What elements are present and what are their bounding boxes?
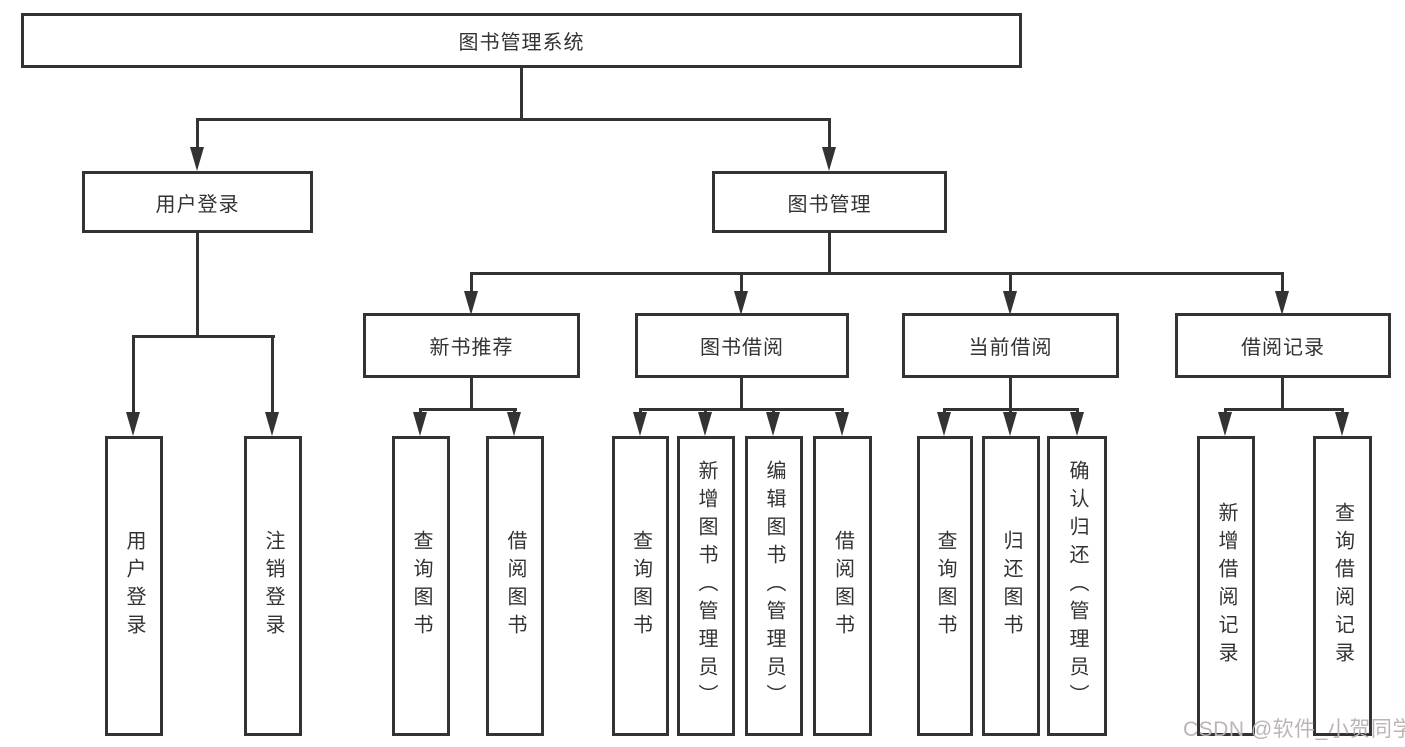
connector-line <box>196 118 199 149</box>
connector-line <box>520 68 523 118</box>
connector-line <box>772 408 775 414</box>
connector-line <box>470 272 1284 275</box>
connector-line <box>841 408 844 414</box>
arrowhead-icon <box>265 412 279 436</box>
leaf-borrow-borrow-label: 借阅图书 <box>831 530 854 642</box>
leaf-logout-label: 注销登录 <box>262 530 284 642</box>
node-new-book-label: 新书推荐 <box>429 337 514 359</box>
connector-line <box>513 408 516 414</box>
connector-line <box>419 408 422 414</box>
node-book-mgmt: 图书管理 <box>712 171 947 233</box>
leaf-records-query: 查询借阅记录 <box>1313 436 1372 736</box>
arrowhead-icon <box>822 147 836 171</box>
leaf-current-query: 查询图书 <box>917 436 973 736</box>
leaf-user-login-label: 用户登录 <box>123 530 145 642</box>
node-borrow-records: 借阅记录 <box>1175 313 1391 378</box>
node-user-login: 用户登录 <box>82 171 313 233</box>
arrowhead-icon <box>1335 412 1349 436</box>
arrowhead-icon <box>1003 291 1017 315</box>
arrowhead-icon <box>698 412 712 436</box>
node-borrow-records-label: 借阅记录 <box>1241 337 1325 359</box>
connector-line <box>196 118 831 121</box>
arrowhead-icon <box>126 412 140 436</box>
leaf-records-query-label: 查询借阅记录 <box>1331 502 1354 670</box>
connector-line <box>1224 408 1227 414</box>
connector-line <box>704 408 707 414</box>
connector-line <box>132 335 275 338</box>
connector-line <box>1009 378 1012 408</box>
connector-line <box>1076 408 1079 414</box>
node-book-borrow: 图书借阅 <box>635 313 849 378</box>
leaf-newbook-query-label: 查询图书 <box>410 530 432 642</box>
connector-line <box>639 408 642 414</box>
arrowhead-icon <box>413 412 427 436</box>
connector-line <box>132 335 135 414</box>
leaf-current-confirm-label: 确认归还（管理员） <box>1066 460 1088 712</box>
arrowhead-icon <box>835 412 849 436</box>
leaf-borrow-query: 查询图书 <box>612 436 669 736</box>
connector-line <box>470 378 473 408</box>
node-root: 图书管理系统 <box>21 13 1022 68</box>
leaf-newbook-borrow-label: 借阅图书 <box>504 530 526 642</box>
arrowhead-icon <box>1275 291 1289 315</box>
leaf-current-return: 归还图书 <box>982 436 1040 736</box>
connector-line <box>740 378 743 408</box>
arrowhead-icon <box>190 147 204 171</box>
leaf-records-add-label: 新增借阅记录 <box>1215 502 1237 670</box>
arrowhead-icon <box>937 412 951 436</box>
connector-line <box>943 408 946 414</box>
arrowhead-icon <box>1070 412 1084 436</box>
arrowhead-icon <box>507 412 521 436</box>
node-current-borrow-label: 当前借阅 <box>968 337 1053 359</box>
connector-line <box>1281 378 1284 408</box>
leaf-newbook-borrow: 借阅图书 <box>486 436 544 736</box>
node-root-label: 图书管理系统 <box>458 32 585 54</box>
connector-line <box>196 233 199 335</box>
connector-line <box>828 233 831 274</box>
leaf-borrow-edit-label: 编辑图书（管理员） <box>763 460 785 712</box>
connector-line <box>271 335 274 414</box>
node-book-mgmt-label: 图书管理 <box>787 193 872 216</box>
arrowhead-icon <box>734 291 748 315</box>
connector-line <box>419 408 517 411</box>
leaf-borrow-add-label: 新增图书（管理员） <box>695 460 717 712</box>
connector-line <box>1009 408 1012 414</box>
leaf-records-add: 新增借阅记录 <box>1197 436 1255 736</box>
node-user-login-label: 用户登录 <box>155 193 240 216</box>
connector-line <box>1281 272 1284 293</box>
arrowhead-icon <box>1003 412 1017 436</box>
leaf-borrow-query-label: 查询图书 <box>629 530 652 642</box>
arrowhead-icon <box>766 412 780 436</box>
leaf-borrow-add: 新增图书（管理员） <box>677 436 735 736</box>
leaf-user-login: 用户登录 <box>105 436 163 736</box>
arrowhead-icon <box>464 291 478 315</box>
watermark: CSDN @软件_小贺同学 <box>1183 718 1405 741</box>
connector-line <box>1341 408 1344 414</box>
connector-line <box>470 272 473 293</box>
connector-line <box>828 118 831 149</box>
connector-line <box>740 272 743 293</box>
arrowhead-icon <box>633 412 647 436</box>
leaf-current-confirm: 确认归还（管理员） <box>1047 436 1107 736</box>
connector-line <box>639 408 844 411</box>
leaf-current-query-label: 查询图书 <box>934 530 956 642</box>
leaf-current-return-label: 归还图书 <box>1000 530 1022 642</box>
arrowhead-icon <box>1218 412 1232 436</box>
node-current-borrow: 当前借阅 <box>902 313 1119 378</box>
leaf-logout: 注销登录 <box>244 436 302 736</box>
leaf-borrow-edit: 编辑图书（管理员） <box>745 436 803 736</box>
connector-line <box>1009 272 1012 293</box>
node-new-book: 新书推荐 <box>363 313 580 378</box>
connector-line <box>1224 408 1344 411</box>
node-book-borrow-label: 图书借阅 <box>700 337 784 359</box>
leaf-borrow-borrow: 借阅图书 <box>813 436 872 736</box>
leaf-newbook-query: 查询图书 <box>392 436 450 736</box>
